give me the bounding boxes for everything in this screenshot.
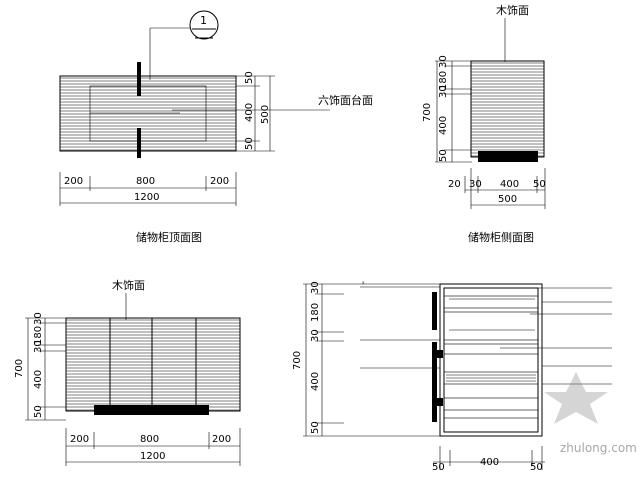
top-dim-v-3: 50 [244,137,255,150]
top-dim-v-1: 50 [244,71,255,84]
section-door-panel-top [432,292,437,330]
side-dim-h-3: 400 [500,179,519,190]
front-dim-total: 1200 [140,451,165,462]
top-dim-h-3: 200 [210,176,229,187]
top-view-hatch [60,77,236,151]
section-dim-v-4: 400 [310,372,321,391]
watermark-logo [544,372,608,424]
section-view: x 30 180 30 400 50 700 50 400 50 [292,280,612,473]
section-dim-v-1: 30 [310,281,321,294]
watermark-text: zhulong.com [560,441,637,455]
front-dim-h-1: 200 [70,434,89,445]
front-view: 木饰面 30 180 30 400 50 700 200 800 200 120… [14,278,241,466]
front-dim-h-3: 200 [212,434,231,445]
side-dim-v-3: 30 [438,85,449,98]
side-dim-h-1: 20 [448,179,461,190]
side-top-label: 木饰面 [496,3,529,17]
side-dim-v-2: 180 [438,71,449,90]
section-dim-v-3: 30 [310,329,321,342]
side-view-hatch [471,62,544,157]
section-dim-h-2: 400 [480,457,499,468]
front-dim-v-4: 400 [33,370,44,389]
section-marker-circle [189,10,219,40]
side-dim-v-5: 50 [438,149,449,162]
top-dim-h-2: 800 [136,176,155,187]
side-view: 木饰面 30 180 30 400 50 700 20 30 400 50 50… [422,3,546,244]
section-dim-height: 700 [292,351,303,370]
section-cut-mark-bottom [137,128,141,158]
side-dim-depth: 500 [498,194,517,205]
section-marker-number: 1 [200,14,207,27]
section-handle-2 [437,398,443,406]
front-dim-v-2: 180 [33,326,44,345]
section-dim-h-1: 50 [432,462,445,473]
side-dim-v-4: 400 [438,116,449,135]
section-dim-h-3: 50 [530,462,543,473]
section-view-hatch [446,374,536,382]
side-dim-h-4: 50 [533,179,546,190]
front-dim-height: 700 [14,359,25,378]
watermark: zhulong.com [544,372,637,455]
side-view-title: 储物柜侧面图 [468,230,534,244]
side-dim-height: 700 [422,103,433,122]
top-dim-total: 1200 [134,192,159,203]
section-handle-1 [437,350,443,358]
top-dim-depth: 500 [260,105,271,124]
svg-text:x: x [362,280,365,285]
top-view-title: 储物柜顶面图 [136,230,202,244]
section-cut-mark-top [137,62,141,96]
front-top-label: 木饰面 [112,278,145,292]
side-view-plinth [478,151,538,162]
top-dim-v-2: 400 [244,103,255,122]
front-view-plinth [94,405,209,415]
section-dim-v-5: 50 [310,421,321,434]
top-view: 1 50 400 50 500 六饰面台面 200 800 200 1200 储… [59,10,373,244]
front-dim-v-3: 30 [33,340,44,353]
front-dim-v-5: 50 [33,405,44,418]
top-dim-h-1: 200 [64,176,83,187]
front-dim-v-1: 30 [33,312,44,325]
side-dim-h-2: 30 [469,179,482,190]
top-surface-label: 六饰面台面 [318,93,373,107]
section-door-panel-bottom [432,342,437,422]
side-dim-v-1: 30 [438,55,449,68]
front-view-hatch [66,319,240,411]
section-dim-v-2: 180 [310,303,321,322]
front-dim-h-2: 800 [140,434,159,445]
